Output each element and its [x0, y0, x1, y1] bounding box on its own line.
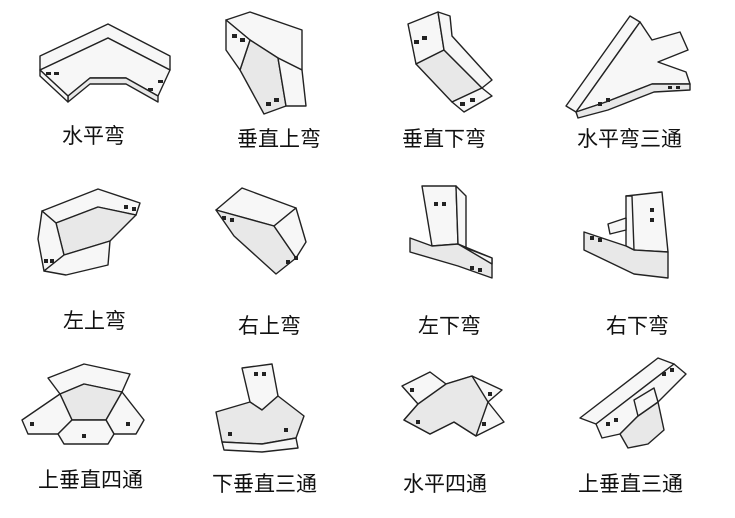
fitting-label: 水平弯 — [62, 124, 125, 148]
fitting-label: 下垂直三通 — [212, 472, 317, 496]
right-up-elbow-icon — [215, 187, 307, 275]
left-down-elbow-icon — [409, 185, 493, 279]
horizontal-cross-icon — [401, 371, 505, 437]
vertical-up-elbow-icon — [225, 11, 307, 115]
fitting-label: 左下弯 — [418, 314, 481, 338]
fitting-label: 垂直下弯 — [402, 127, 486, 151]
fitting-label: 右上弯 — [238, 314, 301, 338]
up-vertical-cross-icon — [21, 363, 145, 445]
down-vertical-tee-icon — [215, 363, 305, 453]
fitting-label: 水平四通 — [403, 472, 487, 496]
fitting-label: 上垂直四通 — [38, 468, 143, 492]
vertical-down-elbow-icon — [407, 11, 493, 113]
fitting-label: 左上弯 — [63, 309, 126, 333]
left-up-elbow-icon — [37, 188, 141, 276]
fitting-label: 垂直上弯 — [237, 127, 321, 151]
fitting-label: 水平弯三通 — [577, 127, 682, 151]
horizontal-elbow-icon — [39, 23, 171, 103]
up-vertical-tee-icon — [579, 357, 687, 449]
fitting-label: 上垂直三通 — [578, 472, 683, 496]
horizontal-tee-icon — [565, 15, 691, 119]
fitting-label: 右下弯 — [606, 314, 669, 338]
right-down-elbow-icon — [583, 191, 669, 279]
